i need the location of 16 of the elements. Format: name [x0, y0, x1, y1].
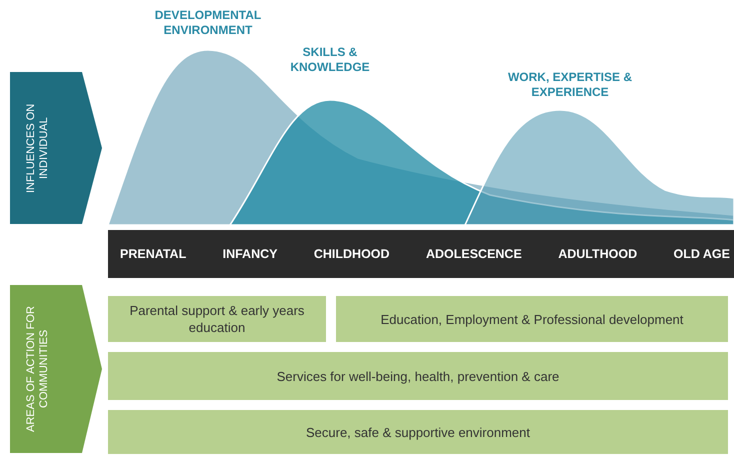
curve-label: SKILLS & KNOWLEDGE — [289, 45, 371, 75]
action-box: Parental support & early years education — [108, 296, 326, 342]
age-stage-label: PRENATAL — [120, 247, 186, 261]
curve-label: DEVELOPMENTAL ENVIRONMENT — [154, 8, 262, 38]
age-stage-label: ADOLESCENCE — [426, 247, 522, 261]
action-box: Education, Employment & Professional development — [336, 296, 728, 342]
age-stage-label: INFANCY — [222, 247, 278, 261]
age-stage-label: OLD AGE — [674, 247, 730, 261]
age-band — [108, 230, 734, 278]
curve-label: WORK, EXPERTISE & EXPERIENCE — [506, 70, 633, 100]
action-box: Secure, safe & supportive environment — [108, 410, 728, 454]
age-stage-label: CHILDHOOD — [314, 247, 390, 261]
age-stage-label: ADULTHOOD — [558, 247, 638, 261]
section-label: INFLUENCES ON INDIVIDUAL — [24, 102, 51, 195]
section-label: AREAS OF ACTION FOR COMMUNITIES — [24, 305, 51, 434]
action-box: Services for well-being, health, prevention & care — [108, 352, 728, 400]
